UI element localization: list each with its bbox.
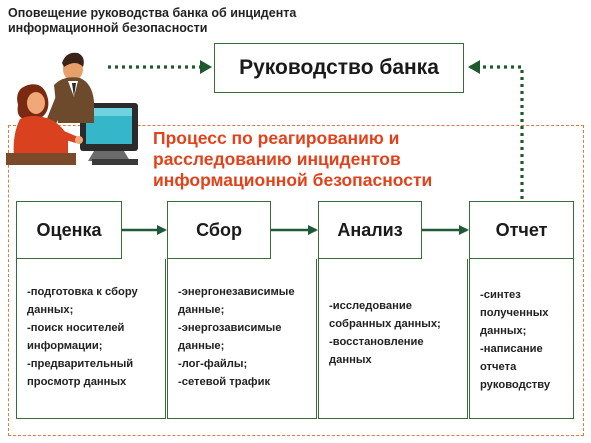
stage-collection-header: Сбор bbox=[167, 201, 271, 259]
list-item: -подготовка к сбору данных; bbox=[27, 286, 138, 316]
stage-assessment-body: -подготовка к сбору данных; -поиск носит… bbox=[16, 259, 166, 419]
stage-report-body: -синтез полученных данных; -написание от… bbox=[469, 259, 574, 419]
list-item: -предварительный просмотр данных bbox=[27, 358, 134, 388]
process-frame bbox=[8, 125, 584, 436]
stage-assessment-list: -подготовка к сбору данных; -поиск носит… bbox=[27, 283, 161, 391]
list-item: -исследование собранных данных; bbox=[329, 300, 441, 330]
bank-management-box: Руководство банка bbox=[214, 43, 464, 93]
list-item: -сетевой трафик bbox=[178, 376, 271, 388]
stage-assessment-header: Оценка bbox=[16, 201, 122, 259]
stage-analysis-list: -исследование собранных данных; -восстан… bbox=[329, 297, 463, 369]
list-item: -синтез полученных данных; bbox=[480, 289, 549, 337]
list-item: -лог-файлы; bbox=[178, 358, 248, 370]
list-item: -энергозависимые данные; bbox=[178, 322, 282, 352]
list-item: -восстановление данных bbox=[329, 336, 424, 366]
list-item: -поиск носителей информации; bbox=[27, 322, 125, 352]
process-title: Процесс по реагированию и расследованию … bbox=[153, 128, 433, 190]
stage-collection-body: -энергонезависимые данные; -энергозависи… bbox=[167, 259, 317, 419]
list-item: -энергонезависимые данные; bbox=[178, 286, 295, 316]
stage-collection-list: -энергонезависимые данные; -энергозависи… bbox=[178, 283, 312, 391]
stage-analysis-header: Анализ bbox=[318, 201, 422, 259]
stage-report-header: Отчет bbox=[469, 201, 574, 259]
list-item: -написание отчета руководству bbox=[480, 343, 551, 391]
stage-report-list: -синтез полученных данных; -написание от… bbox=[480, 286, 569, 394]
dotted-arrow-report-to-management bbox=[468, 60, 524, 199]
notification-caption: Оповещение руководства банка об инцидент… bbox=[8, 6, 297, 35]
stage-analysis-body: -исследование собранных данных; -восстан… bbox=[318, 259, 468, 419]
office-workers-illustration bbox=[6, 52, 138, 165]
